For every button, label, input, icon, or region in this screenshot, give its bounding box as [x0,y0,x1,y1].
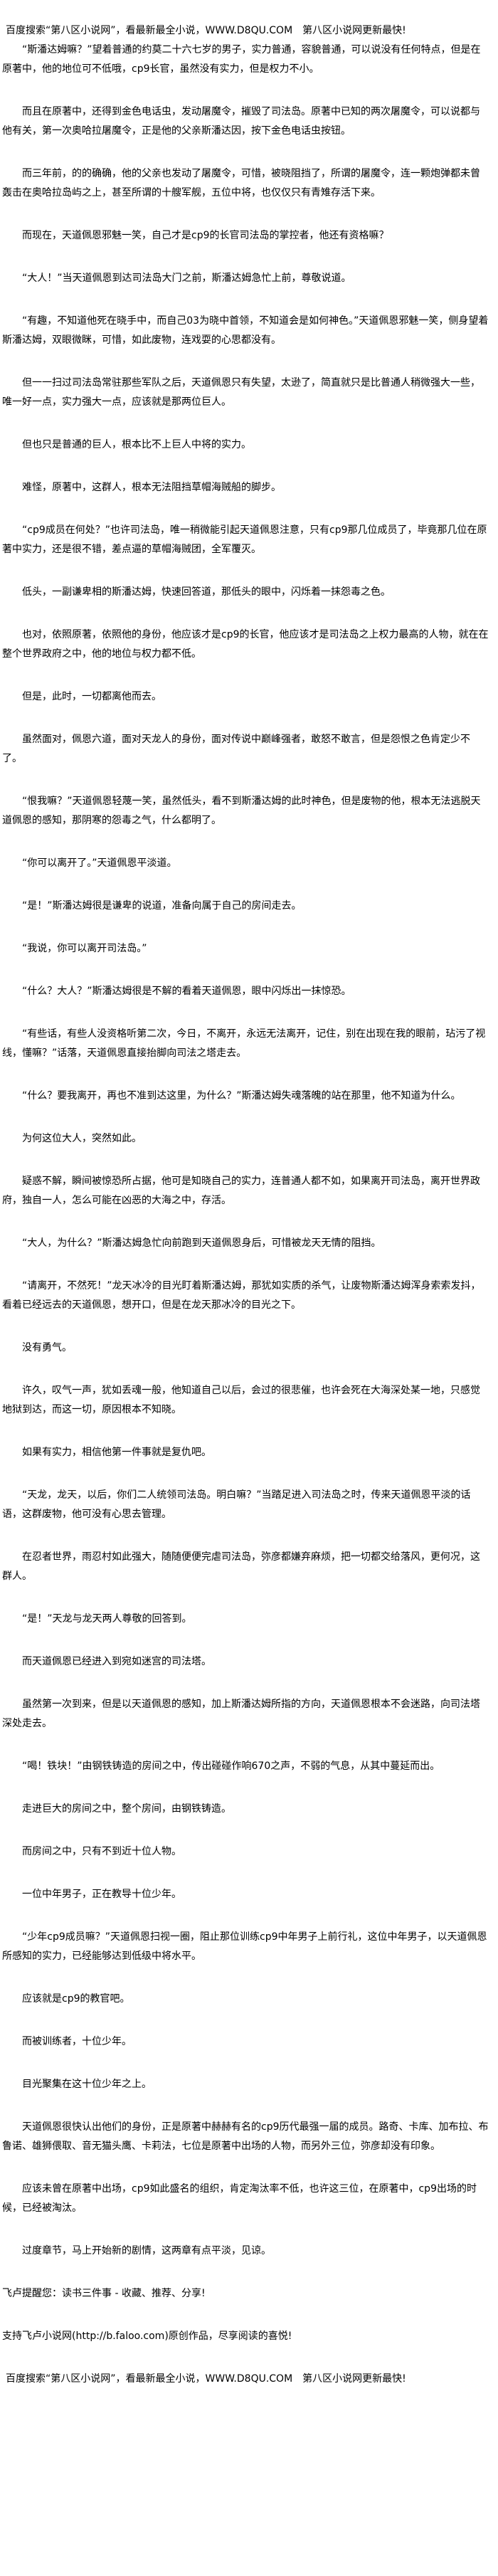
paragraph: “我说，你可以离开司法岛。” [22,943,147,954]
site-banner-bottom: 百度搜索“第八区小说网”，看最新最全小说，WWW.D8QU.COM 第八区小说网… [6,2373,406,2385]
site-banner-top: 百度搜索“第八区小说网”，看最新最全小说，WWW.D8QU.COM 第八区小说网… [6,25,406,36]
paragraph: “喝！铁块！”由钢铁铸造的房间之中，传出碰碰作响670之声，不弱的气息，从其中蔓… [22,1761,440,1772]
paragraph: “大人，为什么？”斯潘达姆急忙向前跑到天道佩恩身后，可惜被龙天无情的阻挡。 [22,1237,381,1249]
paragraph: 一位中年男子，正在教导十位少年。 [22,1889,181,1900]
paragraph: “是！”天龙与龙天两人尊敬的回答到。 [22,1613,192,1625]
paragraph: 应该就是cp9的教官吧。 [22,1993,130,2005]
paragraph: “什么？要我离开，再也不准到达这里，为什么？”斯潘达姆失魂落魄的站在那里，他不知… [22,1090,461,1102]
paragraph: 也对，依照原著，依照他的身份，他应该才是cp9的长官，他应该才是司法岛之上权力最… [2,629,489,660]
paragraph: 为何这位大人，突然如此。 [22,1133,142,1144]
paragraph: 没有勇气。 [22,1342,72,1353]
paragraph: 但一一扫过司法岛常驻那些军队之后，天道佩恩只有失望，太逊了，简直就只是比普通人稍… [2,377,480,408]
paragraph: “什么？大人？”斯潘达姆很是不解的看着天道佩恩，眼中闪烁出一抹惊恐。 [22,986,351,997]
paragraph: “是！”斯潘达姆很是谦卑的说道，准备向属于自己的房间走去。 [22,900,302,912]
paragraph: 走进巨大的房间之中，整个房间，由钢铁铸造。 [22,1803,231,1815]
faloo-reminder: 飞卢提醒您：读书三件事 - 收藏、推荐、分享! [2,2288,206,2299]
paragraph: 如果有实力，相信他第一件事就是复仇吧。 [22,1447,211,1458]
paragraph: 难怪，原著中，这群人，根本无法阻挡草帽海贼船的脚步。 [22,482,281,493]
paragraph: 过度章节，马上开始新的剧情，这两章有点平淡，见谅。 [22,2245,271,2256]
paragraph: 但也只是普通的巨人，根本比不上巨人中将的实力。 [22,439,251,450]
paragraph: “你可以离开了。”天道佩恩平淡道。 [22,857,177,869]
paragraph: “少年cp9成员嘛？”天道佩恩扫视一圈，阻止那位训练cp9中年男子上前行礼，这位… [2,1931,487,1962]
paragraph: 疑惑不解，瞬间被惊恐所占据，他可是知晓自己的实力，连普通人都不如，如果离开司法岛… [2,1176,480,1206]
paragraph: 目光聚集在这十位少年之上。 [22,2079,152,2090]
paragraph: 虽然面对，佩恩六道，面对天龙人的身份，面对传说中巅峰强者，敢怒不敢言，但是怨恨之… [2,734,470,764]
paragraph: 天道佩恩很快认出他们的身份，正是原著中赫赫有名的cp9历代最强一届的成员。路奇、… [2,2121,489,2152]
paragraph: 而房间之中，只有不到近十位人物。 [22,1846,181,1857]
paragraph: “请离开，不然死！”龙天冰冷的目光盯着斯潘达姆，那犹如实质的杀气，让废物斯潘达姆… [2,1280,481,1311]
paragraph: 而三年前，的的确确，他的父亲也发动了屠魔令，可惜，被晓阻挡了，所谓的屠魔令，连一… [2,168,480,199]
paragraph: 而现在，天道佩恩邪魅一笑，自己才是cp9的长官司法岛的掌控者，他还有资格嘛？ [22,230,389,241]
paragraph: “有趣，不知道他死在晓手中，而自己03为晓中首领，不知道会是如何神色。”天道佩恩… [2,315,489,346]
paragraph: “大人！”当天道佩恩到达司法岛大门之前，斯潘达姆急忙上前，尊敬说道。 [22,273,351,284]
paragraph: 但是，此时，一切都离他而去。 [22,691,161,702]
paragraph: 虽然第一次到来，但是以天道佩恩的感知，加上斯潘达姆所指的方向，天道佩恩根本不会迷… [2,1699,480,1729]
paragraph: 而被训练者，十位少年。 [22,2036,132,2047]
paragraph: 许久，叹气一声，犹如丢魂一般，他知道自己以后，会过的很悲催，也许会死在大海深处某… [2,1385,480,1415]
chapter-page: 百度搜索“第八区小说网”，看最新最全小说，WWW.D8QU.COM 第八区小说网… [2,25,489,2385]
paragraph: 在忍者世界，雨忍村如此强大，随随便便完虐司法岛，弥彦都嫌弃麻烦，把一切都交给落风… [2,1551,480,1582]
paragraph: “有些话，有些人没资格听第二次，今日，不离开，永远无法离开，记住，别在出现在我的… [2,1028,486,1059]
paragraph: “斯潘达姆嘛？”望着普通的约莫二十六七岁的男子，实力普通，容貌普通，可以说没有任… [2,44,481,75]
paragraph: 应该未曾在原著中出场，cp9如此盛名的组织，肯定淘汰率不低，也许这三位，在原著中… [2,2183,477,2214]
paragraph: 低头，一副谦卑相的斯潘达姆，快速回答道，那低头的眼中，闪烁着一抹怨毒之色。 [22,586,391,598]
faloo-support-note: 支持飞卢小说网(http://b.faloo.com)原创作品，尽享阅读的喜悦! [2,2330,292,2342]
paragraph: “cp9成员在何处？”也许司法岛，唯一稍微能引起天道佩恩注意，只有cp9那几位成… [2,524,487,555]
paragraph: “天龙，龙天，以后，你们二人统领司法岛。明白嘛？”当踏足进入司法岛之时，传来天道… [2,1489,471,1520]
paragraph: 而天道佩恩已经进入到宛如迷宫的司法塔。 [22,1656,211,1667]
paragraph: “恨我嘛？”天道佩恩轻蔑一笑，虽然低头，看不到斯潘达姆的此时神色，但是废物的他，… [2,796,481,826]
paragraph: 而且在原著中，还得到金色电话虫，发动屠魔令，摧毁了司法岛。原著中已知的两次屠魔令… [2,106,480,137]
